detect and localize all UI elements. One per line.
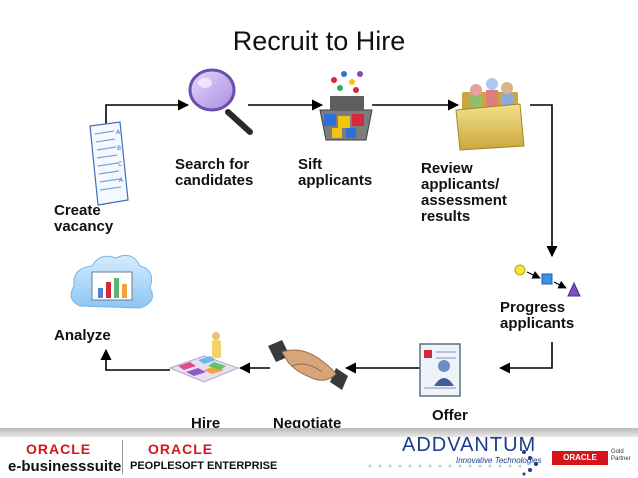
offer-letter-icon bbox=[419, 343, 461, 397]
step-label-negotiate: Negotiate bbox=[273, 415, 342, 432]
handshake-icon bbox=[268, 340, 348, 390]
arrow-vacancy-to-search bbox=[105, 99, 190, 126]
addvantum-tagline: Innovative Technologies bbox=[456, 456, 542, 465]
svg-text:A: A bbox=[119, 177, 124, 184]
step-label-review-applicants: Review applicants/ assessment results bbox=[421, 160, 507, 225]
footer-divider bbox=[0, 428, 638, 437]
document-icon: A B C A bbox=[89, 121, 129, 206]
svg-text:A: A bbox=[116, 129, 121, 136]
svg-text:B: B bbox=[117, 145, 121, 152]
addvantum-logo: ADDVANTUM bbox=[402, 434, 537, 456]
step-label-sift-applicants: Sift applicants bbox=[298, 156, 373, 189]
oracle-logo-peoplesoft: ORACLE bbox=[148, 441, 214, 457]
diagram-title: Recruit to Hire bbox=[232, 26, 406, 56]
footer-separator bbox=[122, 440, 123, 474]
step-label-offer: Offer bbox=[432, 407, 468, 424]
ebs-logo-text: e-businesssuite bbox=[8, 458, 122, 475]
peoplesoft-logo-text: PEOPLESOFT ENTERPRISE bbox=[130, 460, 278, 472]
folder-people-icon bbox=[455, 78, 525, 151]
step-label-create-vacancy: Create vacancy bbox=[54, 202, 114, 235]
oracle-gold-partner-badge: ORACLE bbox=[552, 451, 608, 465]
svg-text:C: C bbox=[118, 161, 122, 168]
gold-partner-text: Gold Partner bbox=[611, 449, 631, 462]
connector-arrows bbox=[100, 99, 558, 374]
cloud-chart-icon bbox=[70, 254, 153, 309]
step-label-hire: Hire bbox=[191, 415, 221, 432]
step-label-progress-applicants: Progress applicants bbox=[500, 299, 575, 332]
dot-pattern-decoration bbox=[368, 450, 538, 476]
shapes-progress-icon bbox=[514, 264, 581, 297]
arrow-review-to-progress bbox=[530, 104, 558, 258]
arrow-progress-to-offer bbox=[498, 342, 553, 374]
flow-diagram: A B C A bbox=[70, 68, 581, 397]
oracle-logo-ebs: ORACLE bbox=[26, 441, 92, 457]
arrow-hire-to-analyze bbox=[100, 348, 170, 371]
step-label-analyze: Analyze bbox=[54, 327, 111, 344]
puzzle-person-icon bbox=[168, 332, 240, 383]
magnifying-glass-icon bbox=[188, 68, 253, 135]
sorting-machine-icon bbox=[319, 71, 373, 141]
step-label-search-candidates: Search for candidates bbox=[175, 156, 254, 189]
